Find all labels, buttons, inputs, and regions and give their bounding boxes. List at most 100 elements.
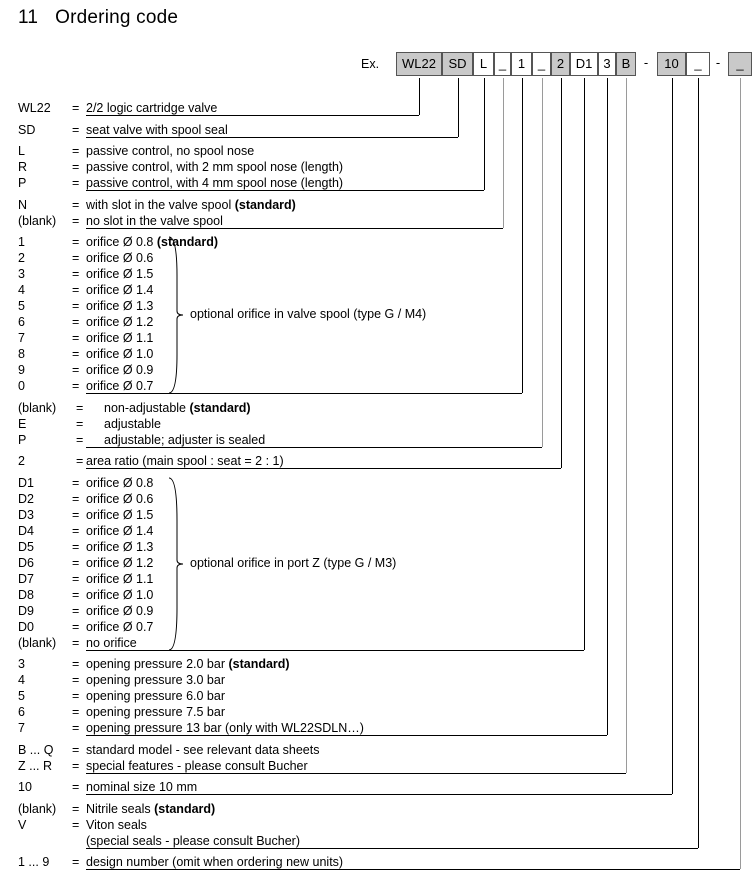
code-box-d1-7[interactable]: D1 bbox=[570, 52, 598, 76]
row-equals: = bbox=[72, 523, 80, 538]
row-code: P bbox=[18, 432, 27, 447]
group-leader-line bbox=[483, 78, 485, 190]
section-number: 11 bbox=[18, 7, 39, 28]
code-box-wl22-0[interactable]: WL22 bbox=[396, 52, 442, 76]
code-box-sd-1[interactable]: SD bbox=[442, 52, 473, 76]
row-description: passive control, with 4 mm spool nose (l… bbox=[86, 176, 343, 190]
definition-row: 4=opening pressure 3.0 bar bbox=[0, 673, 755, 689]
row-equals: = bbox=[72, 283, 80, 297]
row-description: opening pressure 13 bar (only with WL22S… bbox=[86, 721, 364, 735]
code-box-b-9[interactable]: B bbox=[616, 52, 636, 76]
code-box-blank-11[interactable]: _ bbox=[686, 52, 710, 76]
code-box-2-6[interactable]: 2 bbox=[551, 52, 570, 76]
row-code: 6 bbox=[18, 705, 25, 719]
row-description: orifice Ø 0.9 bbox=[86, 604, 153, 618]
row-equals: = bbox=[72, 160, 80, 174]
group-underline bbox=[86, 735, 607, 736]
row-description: design number (omit when ordering new un… bbox=[86, 855, 343, 869]
brace-icon bbox=[168, 236, 184, 394]
row-code: 7 bbox=[18, 331, 25, 345]
code-box-blank-3[interactable]: _ bbox=[494, 52, 511, 76]
row-description-text: non-adjustable bbox=[104, 400, 190, 415]
row-description-text: orifice Ø 0.9 bbox=[86, 603, 154, 618]
row-description-text: orifice Ø 1.0 bbox=[86, 347, 154, 361]
definition-row: 5=opening pressure 6.0 bar bbox=[0, 689, 755, 705]
group-underline bbox=[86, 227, 503, 229]
row-description-text: passive control, with 2 mm spool nose (l… bbox=[86, 160, 344, 174]
row-description-text: opening pressure 6.0 bar bbox=[86, 689, 225, 703]
definition-row: (blank)=Nitrile seals (standard) bbox=[0, 802, 755, 818]
definition-row: D8=orifice Ø 1.0 bbox=[0, 588, 755, 604]
definition-row: WL22=2/2 logic cartridge valve bbox=[0, 101, 755, 117]
group-underline bbox=[86, 393, 522, 394]
code-box-10-10[interactable]: 10 bbox=[657, 52, 686, 76]
definition-row: (blank)=no orifice bbox=[0, 636, 755, 652]
code-box-l-2[interactable]: L bbox=[473, 52, 494, 76]
code-box-1-4[interactable]: 1 bbox=[511, 52, 532, 76]
row-equals: = bbox=[76, 432, 84, 447]
row-description: no slot in the valve spool bbox=[86, 214, 223, 228]
row-description-text: orifice Ø 0.6 bbox=[86, 251, 154, 265]
row-description: orifice Ø 0.7 bbox=[86, 379, 153, 393]
row-description: orifice Ø 1.3 bbox=[86, 540, 153, 554]
group-leader-line bbox=[740, 78, 741, 869]
row-code: 6 bbox=[18, 315, 25, 329]
code-box-3-8[interactable]: 3 bbox=[598, 52, 616, 76]
row-equals: = bbox=[72, 855, 80, 869]
definition-row: R=passive control, with 2 mm spool nose … bbox=[0, 160, 755, 176]
row-description-text: opening pressure 7.5 bar bbox=[86, 705, 225, 719]
row-description: area ratio (main spool : seat = 2 : 1) bbox=[86, 454, 284, 468]
definition-row: 6=opening pressure 7.5 bar bbox=[0, 705, 755, 721]
row-description-text: opening pressure 13 bar (only with WL22S… bbox=[86, 721, 364, 735]
row-description-text: orifice Ø 1.2 bbox=[86, 555, 154, 570]
row-description: orifice Ø 1.2 bbox=[86, 315, 153, 329]
code-box-blank-12[interactable]: _ bbox=[728, 52, 752, 76]
row-equals: = bbox=[72, 331, 80, 345]
row-description-text: orifice Ø 0.8 bbox=[86, 235, 157, 249]
group-annotation: optional orifice in valve spool (type G … bbox=[190, 307, 427, 321]
row-equals: = bbox=[72, 742, 80, 757]
row-description: nominal size 10 mm bbox=[86, 780, 197, 794]
row-description-text: opening pressure 2.0 bar bbox=[86, 657, 229, 671]
row-equals: = bbox=[76, 400, 84, 415]
definition-row: E=adjustable bbox=[0, 417, 755, 433]
row-code: D3 bbox=[18, 507, 34, 522]
row-code: P bbox=[18, 176, 27, 190]
row-description-emphasis: (standard) bbox=[234, 197, 296, 212]
row-equals: = bbox=[72, 101, 80, 115]
row-description-emphasis: (standard) bbox=[189, 400, 251, 415]
row-description-text: adjustable bbox=[104, 416, 161, 431]
row-equals: = bbox=[72, 689, 80, 703]
row-code: 9 bbox=[18, 363, 25, 377]
row-equals: = bbox=[72, 475, 80, 490]
definition-row: L=passive control, no spool nose bbox=[0, 144, 755, 160]
row-code: 1 ... 9 bbox=[18, 855, 50, 869]
row-description: non-adjustable (standard) bbox=[104, 401, 251, 415]
row-description: orifice Ø 1.0 bbox=[86, 588, 153, 602]
row-description: with slot in the valve spool (standard) bbox=[86, 198, 296, 212]
definition-row: 5=orifice Ø 1.3 bbox=[0, 299, 755, 315]
row-equals: = bbox=[72, 299, 80, 313]
row-equals: = bbox=[72, 571, 80, 586]
row-description: orifice Ø 0.8 bbox=[86, 476, 153, 490]
definition-row: 1 ... 9 = design number (omit when orderin… bbox=[0, 855, 755, 871]
definition-row: (blank)=no slot in the valve spool bbox=[0, 214, 755, 230]
row-code: 5 bbox=[18, 299, 25, 313]
definition-row: Z ... R=special features - please consul… bbox=[0, 759, 755, 775]
definition-row: V=Viton seals bbox=[0, 818, 755, 834]
code-box-blank-5[interactable]: _ bbox=[532, 52, 551, 76]
row-description-emphasis: (standard) bbox=[156, 235, 218, 249]
row-description: opening pressure 2.0 bar (standard) bbox=[86, 657, 290, 671]
row-description: opening pressure 6.0 bar bbox=[86, 689, 225, 703]
row-equals: = bbox=[72, 315, 80, 329]
row-description-text: no slot in the valve spool bbox=[86, 213, 223, 228]
row-description-text: passive control, with 4 mm spool nose (l… bbox=[86, 176, 344, 190]
row-description-text: area ratio (main spool : seat = 2 : 1) bbox=[86, 454, 284, 468]
definition-row: (blank)=non-adjustable (standard) bbox=[0, 401, 755, 417]
group-underline bbox=[86, 649, 584, 651]
row-code: D6 bbox=[18, 555, 34, 570]
row-description: no orifice bbox=[86, 636, 137, 650]
row-description: orifice Ø 0.7 bbox=[86, 620, 153, 634]
group-leader-line bbox=[698, 78, 699, 848]
